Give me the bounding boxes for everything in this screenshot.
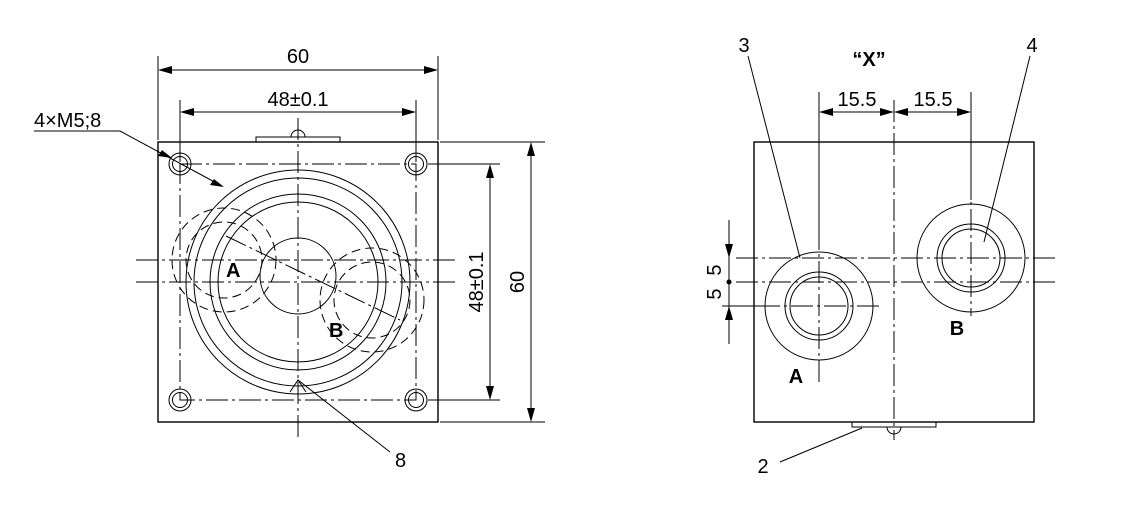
outer-seal-groove — [185, 169, 411, 395]
item-8-label: 8 — [395, 450, 406, 472]
dim-height-holes: 48±0.1 — [466, 251, 488, 312]
inner-seal-ring-inner — [217, 201, 379, 363]
dim-width-overall: 60 — [287, 46, 309, 68]
hidden-port-b-inner — [333, 261, 411, 339]
dim-height-overall: 60 — [507, 271, 529, 293]
inner-seal-ring — [209, 193, 387, 371]
central-bore — [259, 237, 337, 315]
item-3-label: 3 — [738, 35, 749, 57]
hidden-port-a-inner — [185, 221, 263, 299]
left-port-b-label: B — [329, 320, 343, 342]
item-2-leader — [779, 427, 863, 463]
left-view: 60 48±0.1 48±0.1 60 4×M5;8 A B 8 — [34, 46, 545, 472]
right-port-a — [758, 228, 880, 386]
right-port-a-label: A — [789, 366, 803, 388]
item-8-leader — [297, 379, 391, 453]
dim-vertical-upper: 5 — [704, 264, 726, 275]
outer-seal-groove-inner — [193, 177, 403, 387]
dim-width-holes: 48±0.1 — [267, 89, 328, 111]
mounting-hole-bl — [168, 388, 192, 412]
right-port-b-label: B — [950, 318, 964, 340]
mounting-hole-br — [404, 388, 428, 412]
right-bottom-tab — [851, 421, 937, 428]
item-4-leader — [983, 55, 1031, 243]
view-title: “X” — [852, 49, 885, 71]
left-port-a-label: A — [226, 260, 240, 282]
dim-offset-left: 15.5 — [838, 89, 877, 111]
thread-callout: 4×M5;8 — [34, 110, 101, 132]
item-2-label: 2 — [757, 456, 768, 478]
dim-vertical-lower: 5 — [704, 288, 726, 299]
item-4-label: 4 — [1026, 35, 1037, 57]
dim-offset-right: 15.5 — [914, 89, 953, 111]
hidden-port-a-outer — [171, 207, 277, 313]
right-view: 15.5 15.5 “X” 5 5 3 4 2 A B — [704, 35, 1055, 478]
thread-callout-leader — [119, 130, 223, 187]
item-3-leader — [747, 55, 801, 259]
hidden-port-b-outer — [319, 247, 425, 353]
